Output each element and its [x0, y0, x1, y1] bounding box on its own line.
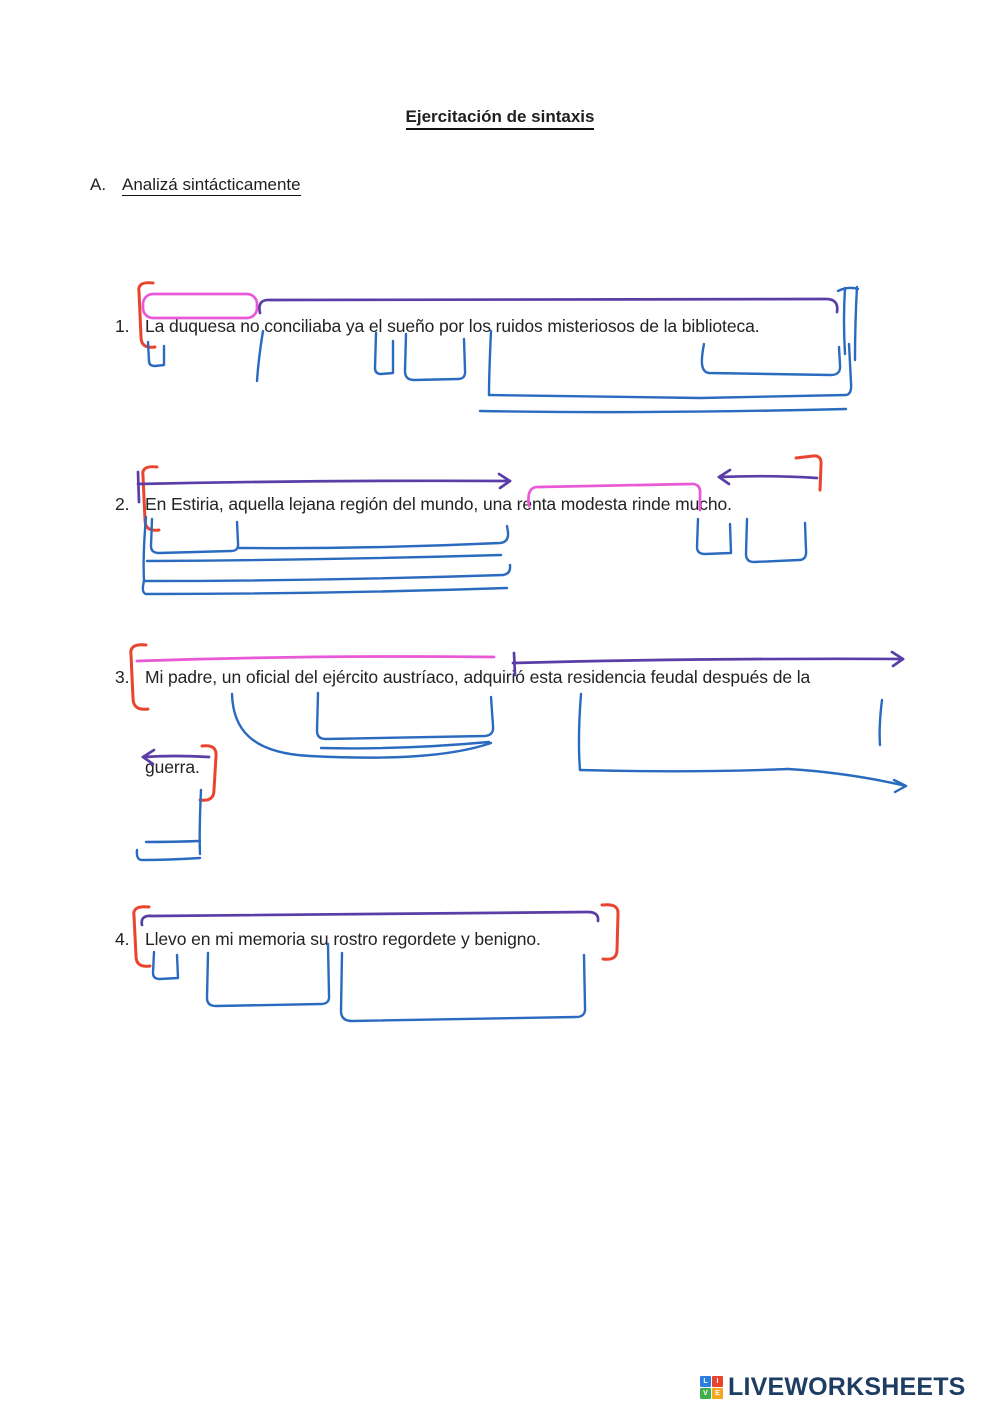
exercise-sentence-4: 4. Llevo en mi memoria su rostro regordet… [115, 929, 541, 950]
annotations-sentence-4 [132, 903, 620, 1023]
logo-tile-i: I [712, 1376, 723, 1387]
exercise-sentence-3-line-2: guerra. [145, 757, 200, 778]
sentence-number: 3. [115, 667, 130, 687]
section-label: A. [90, 175, 107, 194]
liveworksheets-logo-icon: L I V E [700, 1376, 723, 1399]
liveworksheets-logo[interactable]: L I V E LIVEWORKSHEETS [700, 1373, 966, 1402]
section-title: Analizá sintácticamente [122, 175, 301, 196]
exercise-sentence-2: 2. En Estiria, aquella lejana región del … [115, 494, 732, 515]
sentence-text: La duquesa no conciliaba ya el sueño por… [145, 316, 760, 336]
exercise-sentence-3: 3. Mi padre, un oficial del ejército aust… [115, 667, 810, 688]
logo-tile-v: V [700, 1388, 711, 1399]
page-title-text: Ejercitación de sintaxis [405, 107, 595, 130]
exercise-sentence-1: 1. La duquesa no conciliaba ya el sueño p… [115, 316, 760, 337]
annotations-sentence-2 [136, 454, 823, 596]
section-heading: A. Analizá sintácticamente [90, 175, 301, 196]
sentence-text: Mi padre, un oficial del ejército austrí… [145, 667, 811, 687]
sentence-text: En Estiria, aquella lejana región del mu… [145, 494, 732, 514]
logo-tile-e: E [712, 1388, 723, 1399]
logo-tile-l: L [700, 1376, 711, 1387]
sentence-number: 4. [115, 929, 130, 949]
annotations-sentence-1 [137, 281, 860, 414]
sentence-text: guerra. [145, 757, 200, 777]
liveworksheets-wordmark: LIVEWORKSHEETS [728, 1373, 966, 1401]
sentence-number: 1. [115, 316, 130, 336]
page-title: Ejercitación de sintaxis [0, 107, 1000, 130]
sentence-text: Llevo en mi memoria su rostro regordete … [145, 929, 541, 949]
sentence-number: 2. [115, 494, 130, 514]
